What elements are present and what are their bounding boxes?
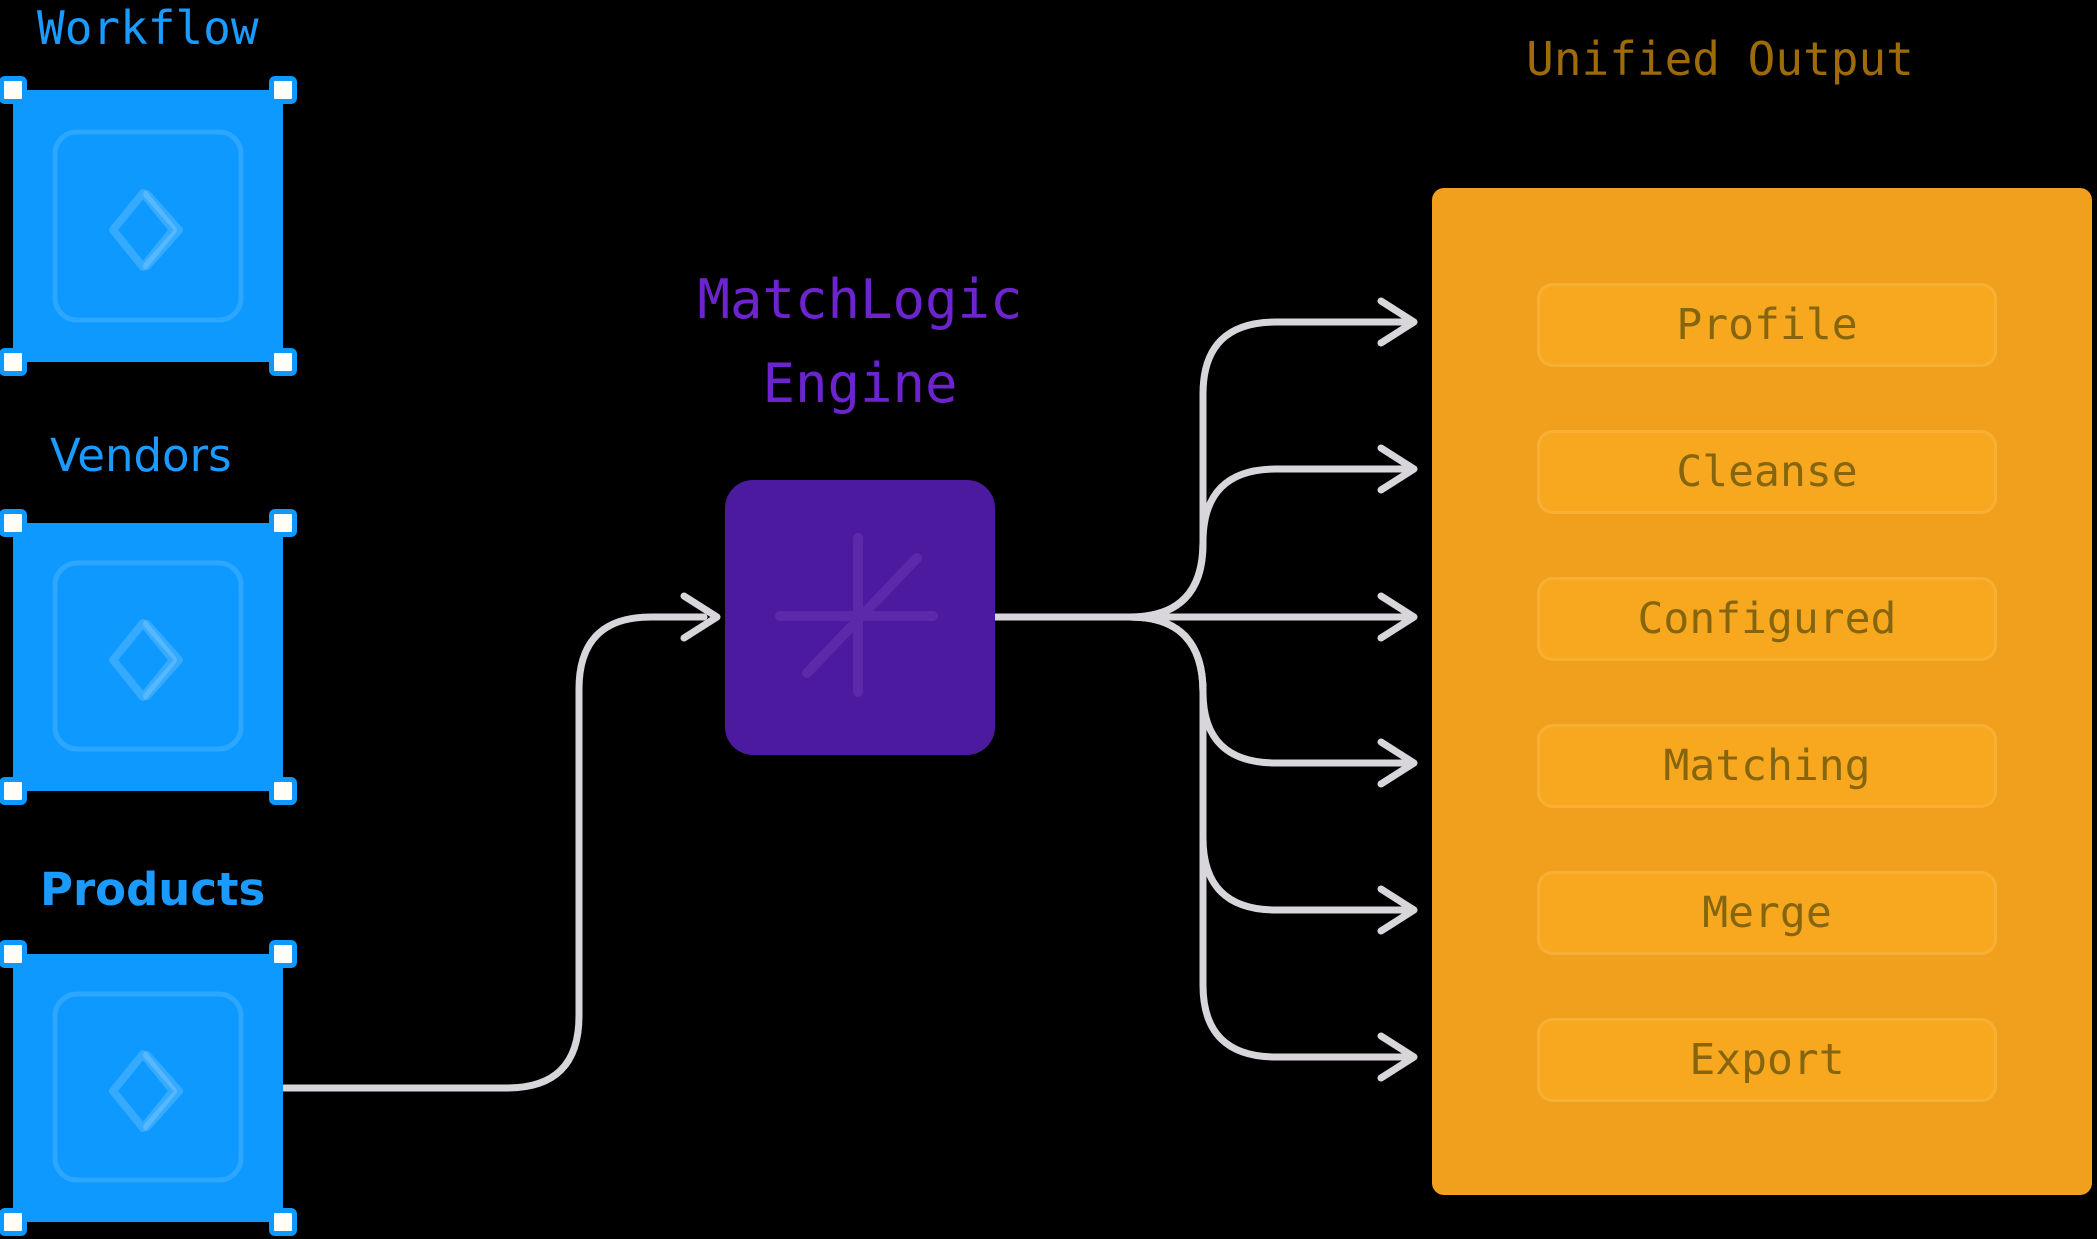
diamond-chevron-icon [52,129,244,323]
engine-title-line1: MatchLogic [697,268,1023,331]
engine-title-line2: Engine [762,352,958,415]
output-item-label: Profile [1676,300,1858,350]
connector-branch-export [1126,613,1408,1061]
source-box-vendors[interactable] [0,509,297,805]
connector-branch-profile [1126,318,1408,621]
diamond-chevron-icon [52,991,244,1183]
arrowhead-icon [1377,444,1418,494]
output-item-label: Configured [1637,594,1897,644]
arrowhead-icon [1377,738,1418,788]
selection-handle[interactable] [269,76,297,104]
arrowhead-icon [680,592,721,642]
engine-title: MatchLogic Engine [610,258,1110,426]
source-box-products[interactable] [0,940,297,1236]
output-item-label: Export [1689,1035,1845,1085]
output-item-merge[interactable]: Merge [1537,871,1997,955]
connector-branch-cleanse [1126,465,1408,621]
selection-handle[interactable] [0,1208,27,1236]
output-item-cleanse[interactable]: Cleanse [1537,430,1997,514]
selection-handle[interactable] [269,1208,297,1236]
source-box-workflow[interactable] [0,76,297,376]
selection-handle[interactable] [269,777,297,805]
selection-handle[interactable] [269,348,297,376]
selection-handle[interactable] [0,940,27,968]
selection-handle[interactable] [0,509,27,537]
arrowhead-icon [1377,885,1418,935]
diamond-chevron-icon [52,560,244,752]
selection-handle[interactable] [269,509,297,537]
arrowhead-icon [1377,1032,1418,1082]
source-label-products: Products [40,863,266,916]
arrowhead-icon [1377,297,1418,347]
selection-handle[interactable] [0,348,27,376]
output-item-export[interactable]: Export [1537,1018,1997,1102]
output-item-label: Cleanse [1676,447,1858,497]
output-item-label: Merge [1702,888,1832,938]
connector-branch-merge [1126,613,1408,914]
connector-branch-matching [1126,613,1408,767]
selection-handle[interactable] [0,76,27,104]
selection-handle[interactable] [269,940,297,968]
output-item-label: Matching [1663,741,1871,791]
connector-products-to-engine [279,613,708,1092]
asterisk-icon [775,533,938,697]
arrowhead-icon [1377,592,1418,642]
output-item-matching[interactable]: Matching [1537,724,1997,808]
engine-box[interactable] [725,480,995,755]
source-label-workflow: Workflow [37,1,259,55]
unified-output-title: Unified Output [1526,32,1914,86]
unified-output-panel[interactable]: Profile Cleanse Configured Matching Merg… [1432,188,2092,1195]
output-item-profile[interactable]: Profile [1537,283,1997,367]
source-label-vendors: Vendors [50,429,232,482]
output-item-configured[interactable]: Configured [1537,577,1997,661]
selection-handle[interactable] [0,777,27,805]
